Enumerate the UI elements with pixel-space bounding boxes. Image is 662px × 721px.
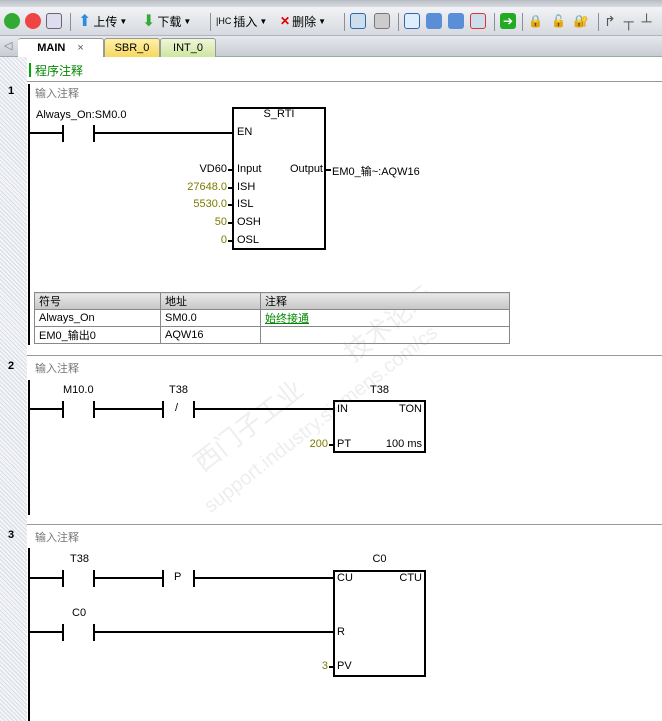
box-type: CTU bbox=[399, 572, 422, 584]
line-down-icon[interactable]: ┬ bbox=[623, 13, 634, 29]
goto-icon[interactable]: ➔ bbox=[500, 13, 516, 29]
remove-bookmark-icon[interactable] bbox=[470, 13, 486, 29]
network-number: 1 bbox=[8, 85, 15, 97]
cell: SM0.0 bbox=[160, 309, 261, 327]
download-button[interactable]: ⬇下载▼ bbox=[142, 13, 192, 30]
pin-r: R bbox=[337, 626, 345, 638]
branch-icon[interactable]: ↱ bbox=[604, 12, 616, 29]
operand-ish[interactable]: 27648.0 bbox=[187, 181, 227, 193]
pin-en: EN bbox=[237, 126, 253, 138]
stop-icon[interactable] bbox=[25, 13, 41, 29]
network-number: 3 bbox=[8, 529, 15, 541]
arrow-up-icon: ⬆ bbox=[78, 13, 92, 30]
lock-icon[interactable]: 🔒 bbox=[528, 14, 543, 28]
cell: EM0_输出0 bbox=[34, 326, 161, 344]
nc-contact-mark: / bbox=[175, 402, 179, 414]
pin-output: Output bbox=[289, 163, 323, 175]
operand-pv[interactable]: 3 bbox=[321, 660, 328, 672]
contact-label[interactable]: M10.0 bbox=[63, 384, 94, 396]
insert-icon: |HC bbox=[216, 16, 232, 26]
network-gray-icon[interactable] bbox=[374, 13, 390, 29]
pin-cu: CU bbox=[337, 572, 353, 584]
operand-input[interactable]: VD60 bbox=[199, 163, 227, 175]
pin-input: Input bbox=[237, 163, 262, 175]
network-comment[interactable]: 输入注释 bbox=[35, 532, 79, 544]
compile-icon[interactable] bbox=[46, 13, 62, 29]
network-number: 2 bbox=[8, 360, 15, 372]
cell: AQW16 bbox=[160, 326, 261, 344]
box-title[interactable]: C0 bbox=[372, 553, 387, 565]
cell bbox=[260, 326, 510, 344]
delete-button[interactable]: ✕删除▼ bbox=[280, 14, 326, 29]
box-type: TON bbox=[398, 403, 422, 415]
close-icon[interactable]: × bbox=[77, 42, 84, 54]
pin-osl: OSL bbox=[237, 234, 260, 246]
line-up-icon[interactable]: ┴ bbox=[641, 13, 652, 29]
contact-label[interactable]: C0 bbox=[72, 607, 87, 619]
upload-button[interactable]: ⬆上传▼ bbox=[78, 13, 128, 30]
col-address: 地址 bbox=[160, 292, 261, 310]
col-comment: 注释 bbox=[260, 292, 510, 310]
operand-isl[interactable]: 5530.0 bbox=[193, 198, 227, 210]
network-comment[interactable]: 输入注释 bbox=[35, 363, 79, 375]
contact-label[interactable]: T38 bbox=[70, 553, 89, 565]
next-bookmark-icon[interactable] bbox=[448, 13, 464, 29]
bookmark-icon[interactable] bbox=[404, 13, 420, 29]
pin-osh: OSH bbox=[237, 216, 261, 228]
operand-osl[interactable]: 0 bbox=[220, 234, 227, 246]
operand-pt[interactable]: 200 bbox=[309, 438, 328, 450]
tab-int0[interactable]: INT_0 bbox=[160, 38, 216, 57]
title-strip bbox=[0, 0, 662, 7]
program-comment[interactable]: 程序注释 bbox=[35, 64, 84, 78]
cell: 始终接通 bbox=[260, 309, 510, 327]
p-contact-mark: P bbox=[174, 571, 182, 583]
tab-bar: ◁ MAIN× SBR_0 INT_0 bbox=[0, 36, 662, 57]
box-title[interactable]: T38 bbox=[370, 384, 389, 396]
contact-label[interactable]: T38 bbox=[169, 384, 188, 396]
pin-pt: PT bbox=[337, 438, 352, 450]
operand-output[interactable]: EM0_输~:AQW16 bbox=[332, 166, 420, 178]
lock-add-icon[interactable]: 🔐 bbox=[573, 14, 589, 28]
tab-sbr0[interactable]: SBR_0 bbox=[104, 38, 160, 57]
col-symbol: 符号 bbox=[34, 292, 161, 310]
pin-pv: PV bbox=[337, 660, 352, 672]
network-gutter bbox=[0, 57, 27, 721]
box-title: S_RTI bbox=[263, 108, 295, 120]
unlock-icon[interactable]: 🔓 bbox=[550, 14, 566, 28]
operand-osh[interactable]: 50 bbox=[214, 216, 227, 228]
network-comment[interactable]: 输入注释 bbox=[35, 88, 79, 100]
pin-isl: ISL bbox=[237, 198, 254, 210]
pin-in: IN bbox=[337, 403, 348, 415]
run-icon[interactable] bbox=[4, 13, 20, 29]
delete-icon: ✕ bbox=[280, 14, 291, 28]
arrow-down-icon: ⬇ bbox=[142, 13, 156, 30]
pin-ish: ISH bbox=[237, 181, 256, 193]
scroll-left-icon[interactable]: ◁ bbox=[4, 40, 13, 52]
contact-label[interactable]: Always_On:SM0.0 bbox=[36, 109, 127, 121]
tab-main[interactable]: MAIN× bbox=[18, 38, 104, 57]
cell: Always_On bbox=[34, 309, 161, 327]
network-icon[interactable] bbox=[350, 13, 366, 29]
time-base: 100 ms bbox=[385, 438, 422, 450]
prev-bookmark-icon[interactable] bbox=[426, 13, 442, 29]
